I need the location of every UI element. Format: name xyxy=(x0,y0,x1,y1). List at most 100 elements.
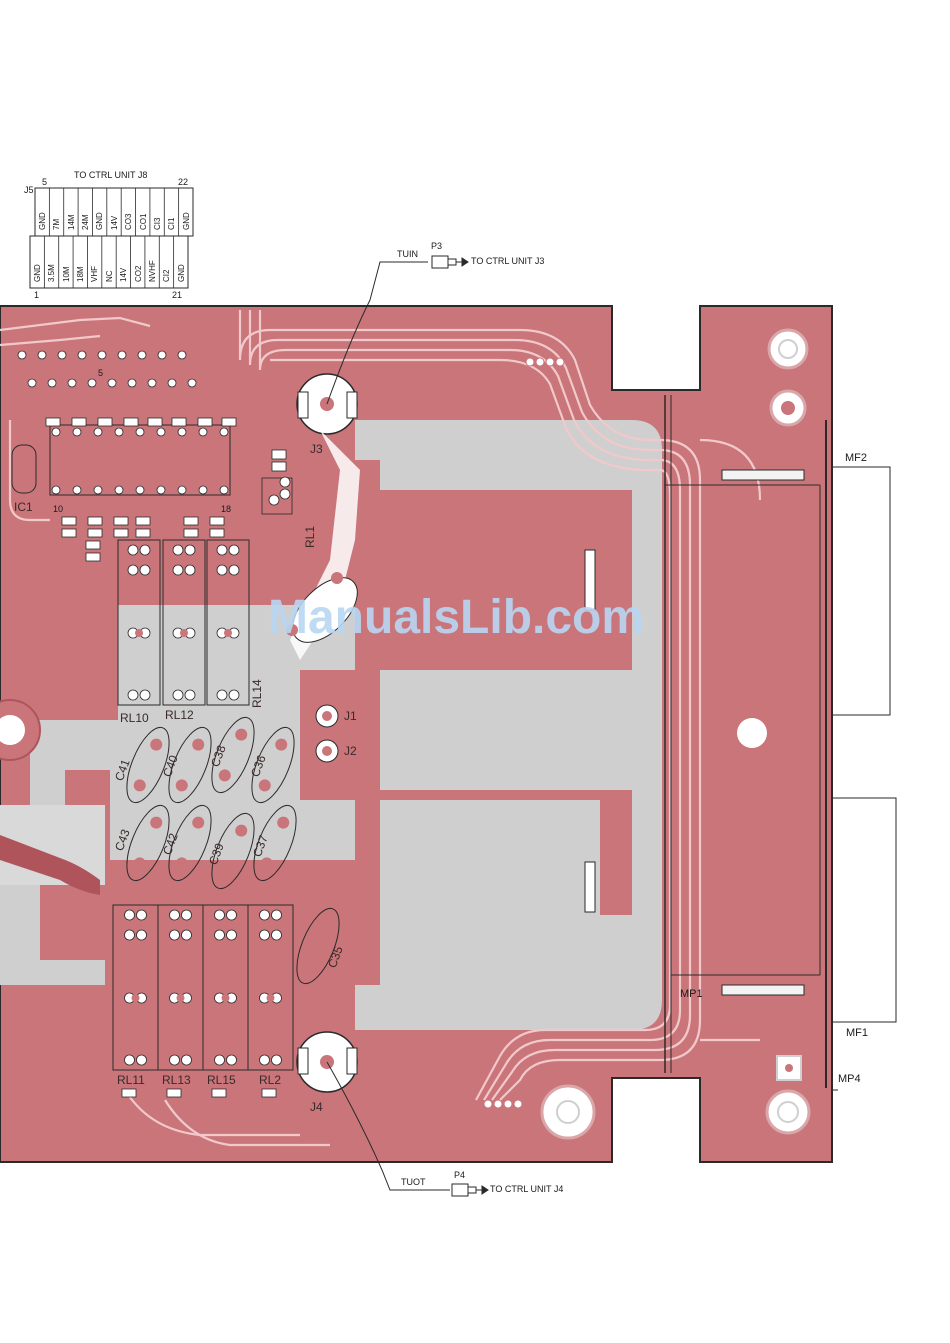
j5-ref: J5 xyxy=(24,185,34,195)
relay-pad xyxy=(137,910,147,920)
j5-pin-top-left: 5 xyxy=(42,177,47,187)
relay-pad xyxy=(272,1055,282,1065)
j5-bottom-pin-label: CO2 xyxy=(134,266,143,282)
header-pin xyxy=(18,351,26,359)
ic-pin xyxy=(52,486,60,494)
header-pin xyxy=(118,351,126,359)
smd-pad xyxy=(184,529,198,537)
relay-pad-center xyxy=(180,629,188,637)
smd-pad xyxy=(184,517,198,525)
smd-pad xyxy=(72,418,86,426)
relay-pad xyxy=(170,910,180,920)
relay-pad xyxy=(185,565,195,575)
header-pin xyxy=(188,379,196,387)
relay-pad xyxy=(137,1055,147,1065)
j5-top-pin-label: 14M xyxy=(67,214,76,230)
ic-pin xyxy=(115,428,123,436)
p4-plug-icon xyxy=(452,1184,488,1196)
smd-pad xyxy=(136,529,150,537)
header-pin xyxy=(158,351,166,359)
p3-signal: TUIN xyxy=(397,249,418,259)
relay-pad xyxy=(140,545,150,555)
relay-pad xyxy=(217,565,227,575)
j5-bottom-pin-label: CI2 xyxy=(162,270,171,282)
header-pin xyxy=(168,379,176,387)
smd-pad xyxy=(212,1089,226,1097)
ic1-pin10-label: 10 xyxy=(53,504,63,514)
relay-pad xyxy=(140,690,150,700)
smd-pad xyxy=(88,529,102,537)
ic1-label: IC1 xyxy=(14,500,33,514)
relay-pad xyxy=(185,545,195,555)
j5-pin-bottom-right: 21 xyxy=(172,290,182,300)
header-pin xyxy=(108,379,116,387)
j5-top-pin-label: GND xyxy=(95,212,104,230)
header-pin xyxy=(38,351,46,359)
j5-bottom-pin-label: 18M xyxy=(76,266,85,282)
smd-pad xyxy=(86,553,100,561)
j5-top-pin-label: 14V xyxy=(110,216,119,230)
relay-pad-center xyxy=(132,994,140,1002)
rl13-label: RL13 xyxy=(162,1073,191,1087)
rl1-label: RL1 xyxy=(303,526,317,548)
header-pin xyxy=(148,379,156,387)
header-pin xyxy=(48,379,56,387)
smd-pad xyxy=(98,418,112,426)
ic-pin xyxy=(157,428,165,436)
j5-top-pin-label: CI1 xyxy=(167,218,176,230)
smd-pad xyxy=(114,517,128,525)
relay-pad xyxy=(227,910,237,920)
j5-top-pin-label: GND xyxy=(38,212,47,230)
smd-pad xyxy=(62,529,76,537)
p3-plug-icon xyxy=(432,256,468,268)
j5-top-pin-label: 24M xyxy=(81,214,90,230)
ic-pin xyxy=(73,428,81,436)
relay-pad xyxy=(227,930,237,940)
header-pin xyxy=(98,351,106,359)
j4-label: J4 xyxy=(310,1100,323,1114)
rl2-label: RL2 xyxy=(259,1073,281,1087)
slot xyxy=(585,862,595,912)
relay-pad xyxy=(217,545,227,555)
header-pin xyxy=(178,351,186,359)
ic-pin xyxy=(73,486,81,494)
relay-pad xyxy=(182,910,192,920)
rl15-label: RL15 xyxy=(207,1073,236,1087)
relay-pad xyxy=(260,930,270,940)
j5-bottom-pin-label: 3.5M xyxy=(47,264,56,282)
j5-bottom-pin-label: 10M xyxy=(62,266,71,282)
relay-pad xyxy=(215,910,225,920)
smd-pad xyxy=(148,418,162,426)
mf1-label: MF1 xyxy=(846,1027,868,1039)
ic-pin xyxy=(220,428,228,436)
smd-pad xyxy=(262,1089,276,1097)
j5-bottom-pin-label: NVHF xyxy=(148,260,157,282)
ic-pin xyxy=(94,428,102,436)
ic-pin xyxy=(178,486,186,494)
j5-top-pin-label: CO1 xyxy=(139,214,148,230)
rl10-label: RL10 xyxy=(120,711,149,725)
relay-pad xyxy=(140,565,150,575)
relay-pad xyxy=(229,565,239,575)
header-pin xyxy=(58,351,66,359)
j2-label: J2 xyxy=(344,744,357,758)
watermark-text: ManualsLib.com xyxy=(268,590,644,645)
mf2-label: MF2 xyxy=(845,452,867,464)
relay-pad xyxy=(229,545,239,555)
j3-label: J3 xyxy=(310,442,323,456)
smd-pad xyxy=(136,517,150,525)
header-pin xyxy=(88,379,96,387)
relay-pad xyxy=(272,930,282,940)
j5-pin-top-right: 22 xyxy=(178,177,188,187)
relay-pad xyxy=(229,690,239,700)
j5-bottom-pin-label: GND xyxy=(33,264,42,282)
relay-pad xyxy=(215,1055,225,1065)
relay-pad-center xyxy=(177,994,185,1002)
relay-pad xyxy=(128,545,138,555)
ic-pin xyxy=(52,428,60,436)
p4-destination: TO CTRL UNIT J4 xyxy=(490,1184,563,1194)
header-pin xyxy=(78,351,86,359)
p4-ref: P4 xyxy=(454,1170,465,1180)
ic1-pin5-label: 5 xyxy=(98,368,103,378)
